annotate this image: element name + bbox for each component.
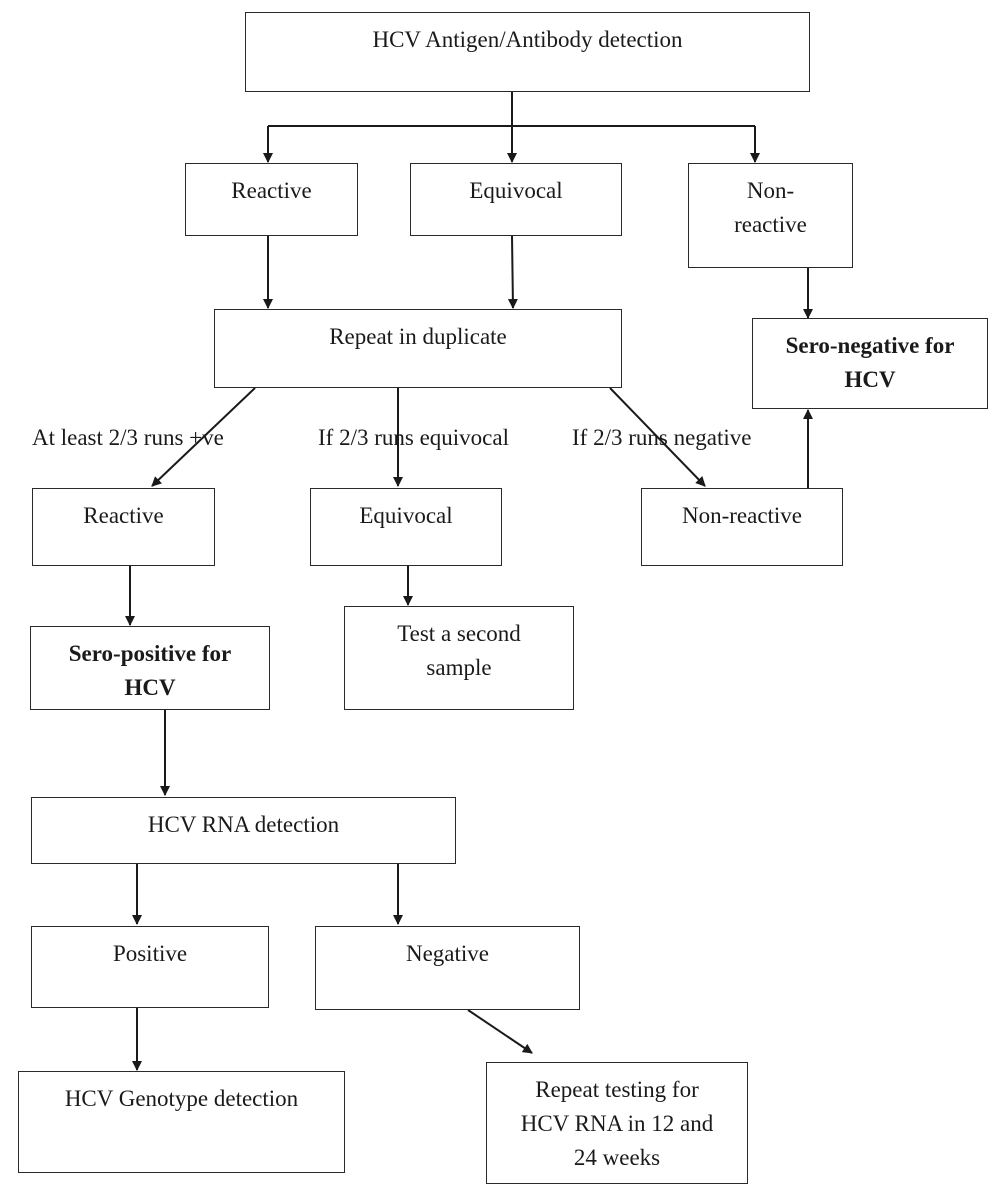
node-label-line1: Test a second bbox=[397, 621, 521, 646]
node-label-line2: HCV RNA in 12 and bbox=[520, 1111, 714, 1136]
arrow-repeat-to-nonreactive2 bbox=[609, 387, 706, 487]
node-repeat-rna-testing: Repeat testing for HCV RNA in 12 and 24 … bbox=[486, 1062, 748, 1184]
node-equivocal-initial: Equivocal bbox=[410, 163, 622, 236]
node-label: HCV Genotype detection bbox=[64, 1086, 299, 1111]
node-label: Reactive bbox=[231, 178, 312, 203]
arrow-negative-to-repeatrna bbox=[467, 1009, 533, 1054]
node-test-second-sample: Test a second sample bbox=[344, 606, 574, 710]
node-hcv-genotype-detection: HCV Genotype detection bbox=[18, 1071, 345, 1173]
node-reactive-repeat: Reactive bbox=[32, 488, 215, 566]
node-label-line1: Sero-positive for bbox=[68, 641, 232, 666]
node-label: Equivocal bbox=[359, 503, 453, 528]
node-label-line1: Non- bbox=[746, 178, 795, 203]
node-label: Equivocal bbox=[469, 178, 563, 203]
node-hcv-rna-detection: HCV RNA detection bbox=[31, 797, 456, 864]
node-hcv-antigen-antibody-detection: HCV Antigen/Antibody detection bbox=[245, 12, 810, 92]
node-reactive-initial: Reactive bbox=[185, 163, 358, 236]
node-label-line1: Repeat testing for bbox=[535, 1077, 699, 1102]
node-label: HCV RNA detection bbox=[147, 812, 340, 837]
node-rna-positive: Positive bbox=[31, 926, 269, 1008]
node-sero-negative: Sero-negative for HCV bbox=[752, 318, 988, 409]
node-sero-positive: Sero-positive for HCV bbox=[30, 626, 270, 710]
node-label: Positive bbox=[112, 941, 188, 966]
node-label: Negative bbox=[405, 941, 489, 966]
arrow-repeat-to-reactive2 bbox=[151, 387, 256, 487]
node-label-line2: sample bbox=[426, 655, 492, 680]
node-repeat-in-duplicate: Repeat in duplicate bbox=[214, 309, 622, 388]
node-label: Non-reactive bbox=[681, 503, 803, 528]
node-nonreactive-repeat: Non-reactive bbox=[641, 488, 843, 566]
node-label: Repeat in duplicate bbox=[329, 324, 507, 349]
edge-label-negative: If 2/3 runs negative bbox=[572, 425, 752, 450]
node-label-line2: reactive bbox=[734, 212, 807, 237]
node-label-line1: Sero-negative for bbox=[785, 333, 955, 358]
node-label: Reactive bbox=[83, 503, 164, 528]
edge-label-at-least-positive: At least 2/3 runs +ve bbox=[32, 425, 224, 450]
node-label: HCV Antigen/Antibody detection bbox=[372, 27, 683, 52]
edge-label-equivocal: If 2/3 runs equivocal bbox=[318, 425, 509, 450]
node-label-line2: HCV bbox=[124, 675, 176, 700]
node-equivocal-repeat: Equivocal bbox=[310, 488, 502, 566]
node-label-line2: HCV bbox=[844, 367, 896, 392]
node-label-line3: 24 weeks bbox=[573, 1145, 661, 1170]
arrow-equivocal1-to-repeat bbox=[507, 235, 518, 309]
node-rna-negative: Negative bbox=[315, 926, 580, 1010]
node-nonreactive-initial: Non- reactive bbox=[688, 163, 853, 268]
